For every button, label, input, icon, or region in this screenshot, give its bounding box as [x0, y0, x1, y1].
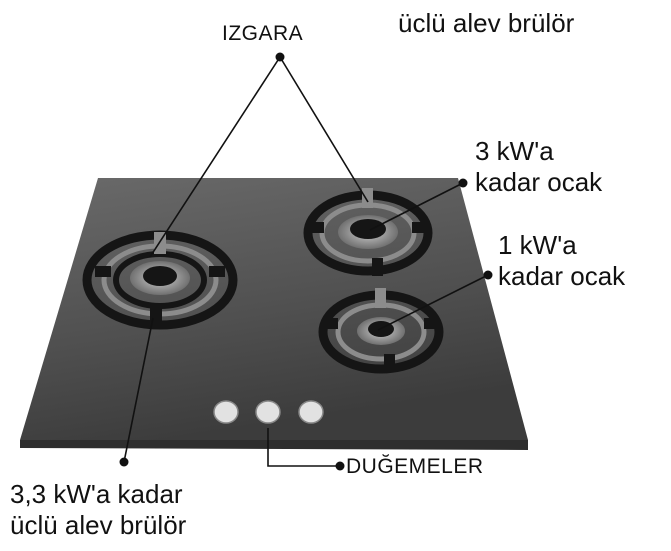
top-right-label: üclü alev brülör [398, 8, 575, 38]
large-burner-label: 3,3 kW'a kadar üclü alev brülör [10, 479, 186, 540]
hob-top [20, 178, 528, 440]
knob-2[interactable] [255, 400, 281, 424]
knobs-label: DUĞEMELER [346, 455, 484, 478]
hob-plate [20, 178, 528, 450]
medium-burner-label-line2: kadar ocak [475, 166, 603, 197]
small-burner-label: 1 kW'a kadar ocak [498, 230, 625, 291]
leader-lines [123, 56, 489, 467]
small-burner [318, 288, 444, 374]
leader-dots [119, 52, 493, 471]
large-burner [82, 230, 238, 330]
medium-burner-label-line1: 3 kW'a [475, 136, 554, 166]
control-knobs [213, 400, 324, 424]
large-burner-label-line2: üclü alev brülör [10, 509, 187, 540]
grill-label: IZGARA [222, 22, 304, 45]
knob-1[interactable] [213, 400, 239, 424]
medium-burner-label: 3 kW'a kadar ocak [475, 136, 602, 197]
hob-edge [20, 440, 528, 450]
small-burner-label-line2: kadar ocak [498, 260, 626, 291]
large-burner-label-line1: 3,3 kW'a kadar [10, 479, 183, 509]
small-burner-label-line1: 1 kW'a [498, 230, 577, 260]
knob-3[interactable] [298, 400, 324, 424]
